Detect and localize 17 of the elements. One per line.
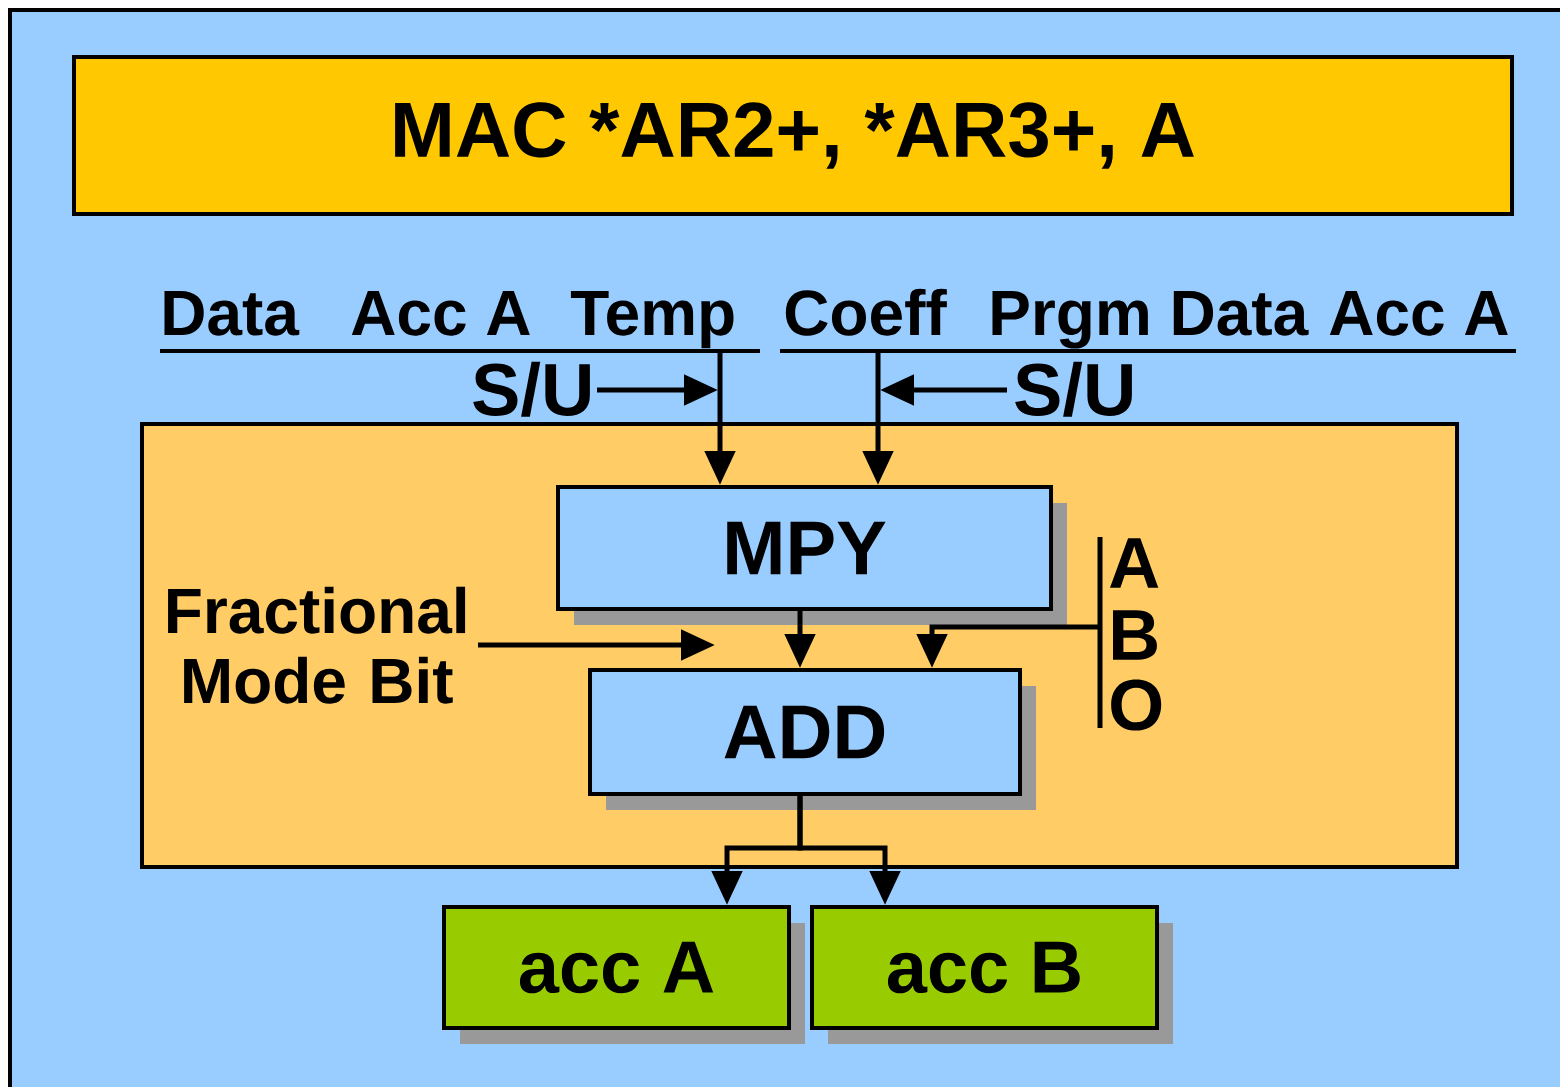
selector-label: A: [1110, 538, 1159, 588]
register-box: acc B: [810, 905, 1173, 1044]
selector-label: B: [1113, 610, 1157, 660]
register-box: acc A: [442, 905, 805, 1044]
signal-label: S/U: [1015, 361, 1132, 417]
bus-label: Temp: [570, 290, 734, 349]
signal-label: S/U: [473, 361, 590, 417]
title-box: MAC *AR2+, *AR3+, A: [72, 55, 1514, 216]
bus-label: Acc A: [351, 290, 530, 336]
block-box: ADD: [588, 668, 1036, 810]
bus-label: Data: [164, 290, 300, 336]
selector-label: O: [1111, 679, 1162, 731]
input-label: Fractional Mode Bit: [168, 586, 466, 704]
block-box: MPY: [556, 485, 1067, 625]
bus-label: Coeff: [785, 288, 947, 336]
bus-label: Acc A: [1329, 290, 1508, 336]
bus-label: Prgm Data: [992, 290, 1309, 349]
